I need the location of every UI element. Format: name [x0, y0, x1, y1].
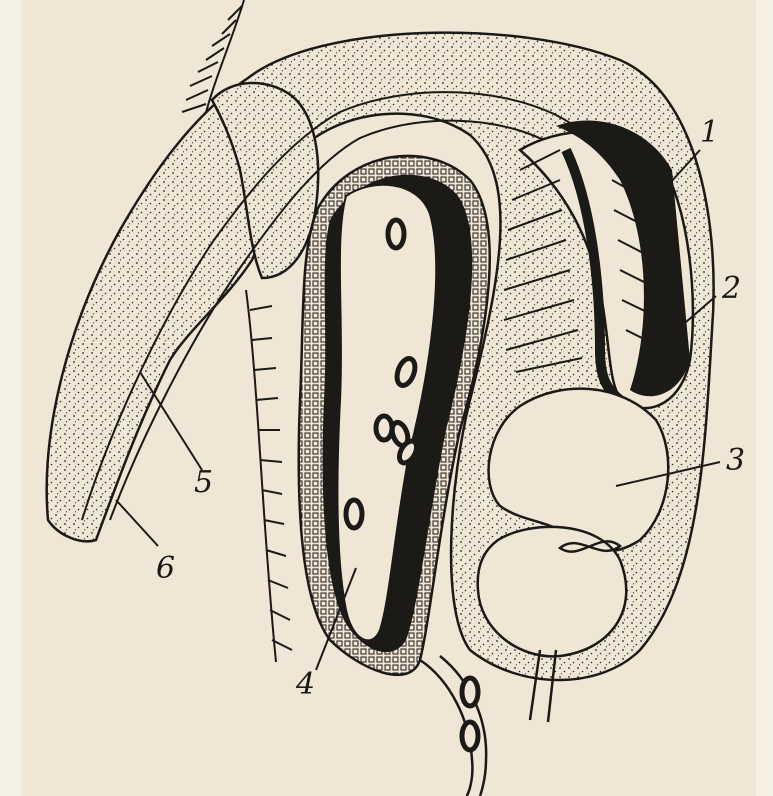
- label-2: 2: [721, 271, 741, 306]
- label-6: 6: [156, 551, 175, 586]
- label-5: 5: [194, 465, 213, 500]
- label-1: 1: [700, 115, 719, 150]
- label-4: 4: [295, 667, 315, 702]
- lower-bulb: [478, 527, 627, 656]
- label-3: 3: [726, 443, 745, 478]
